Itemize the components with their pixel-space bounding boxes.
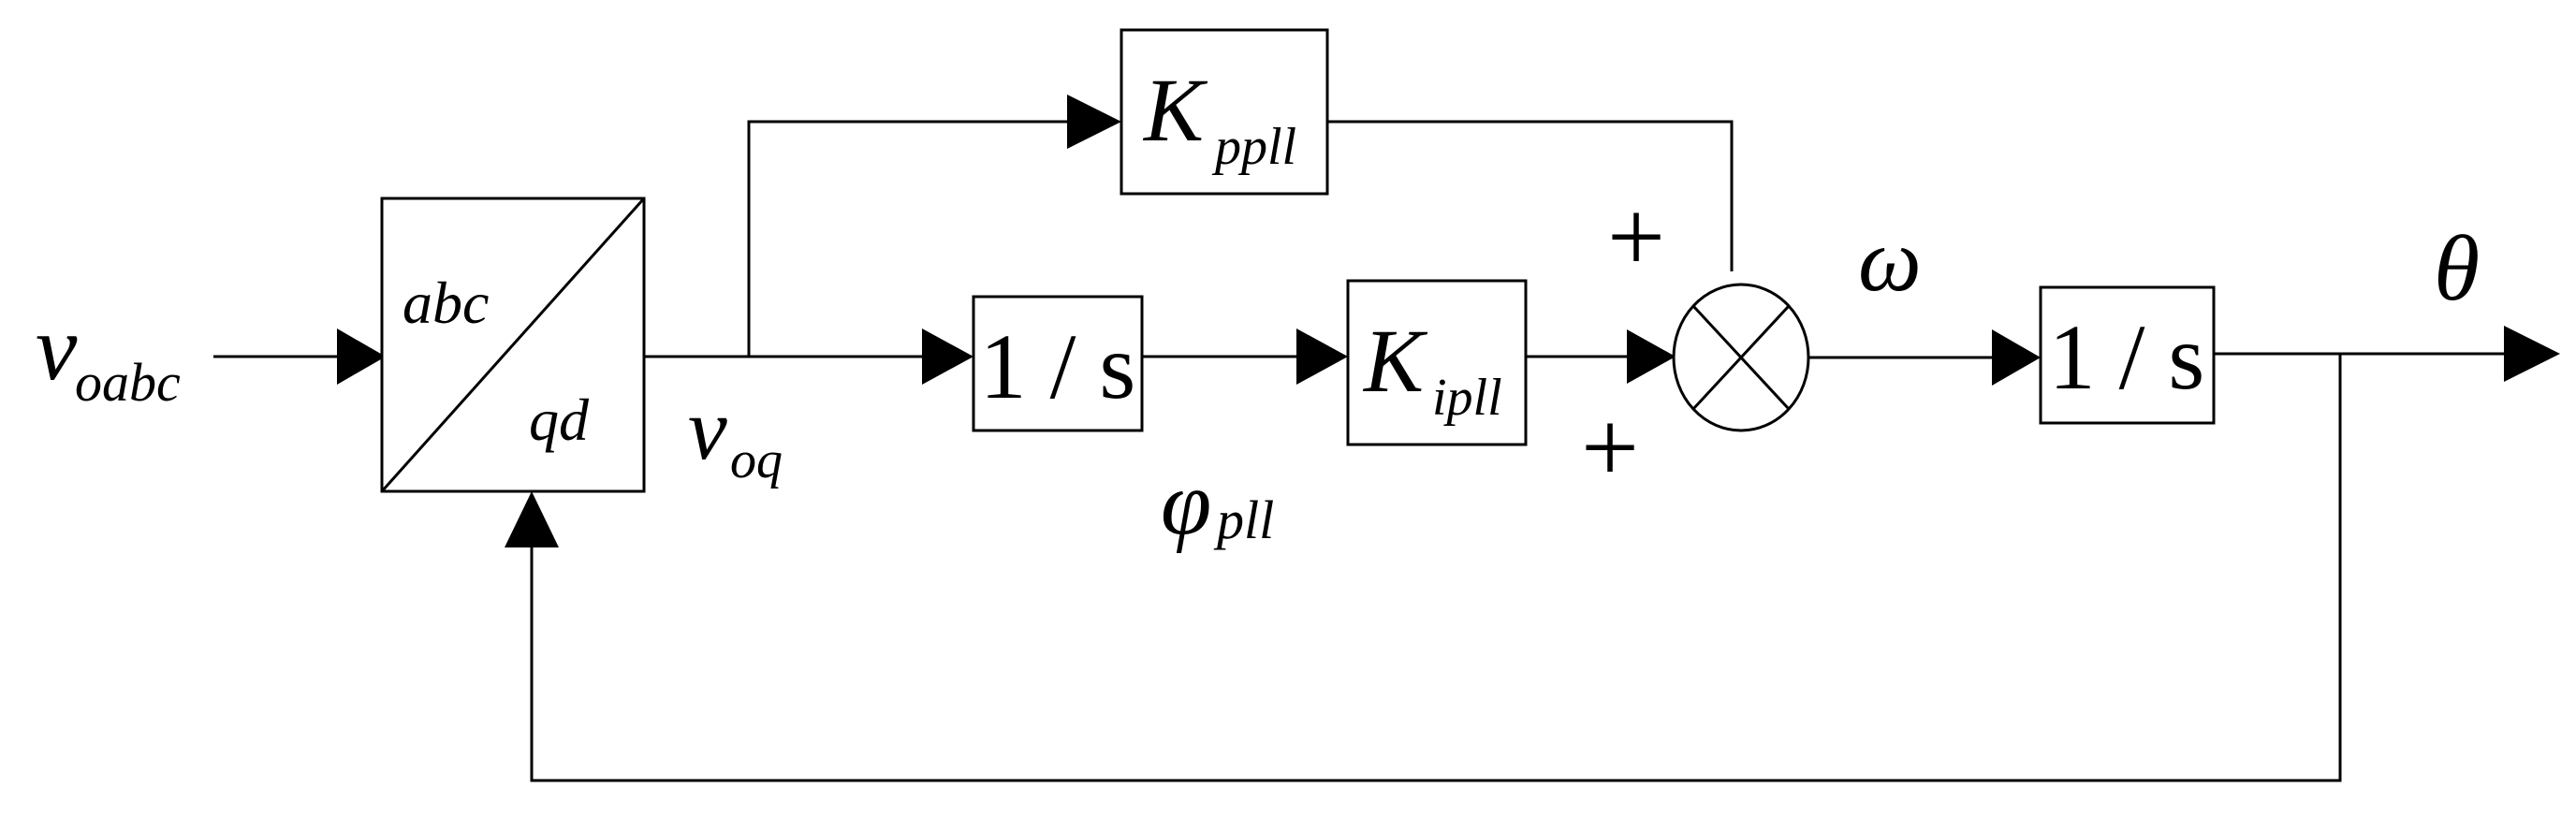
integrator-2-block: 1 / s [2039, 285, 2216, 425]
sum-input-arrow [1627, 329, 1676, 384]
vq-symbol: v [688, 381, 727, 478]
input-subscript: oabc [75, 352, 181, 413]
sum-plus-top: + [1607, 180, 1665, 294]
kp-subscript: ppll [1211, 118, 1296, 176]
phi-label: φ pll [1161, 453, 1274, 554]
output-arrow [2504, 326, 2560, 382]
vq-subscript: oq [730, 431, 783, 489]
kp-output-wire [1327, 120, 1734, 271]
integrator1-arrow [922, 328, 973, 385]
kp-block: K ppll [1120, 28, 1329, 196]
kp-branch-wire [747, 120, 1067, 357]
phi-symbol: φ [1161, 453, 1211, 554]
abc-qd-transform-block: abc qd [380, 197, 646, 493]
feedback-arrow [505, 491, 559, 547]
ki-arrow [1296, 328, 1348, 385]
phi-subscript: pll [1213, 489, 1274, 550]
kp-arrow [1067, 95, 1121, 149]
sum-plus-bottom: + [1581, 390, 1639, 504]
summing-junction [1672, 283, 1810, 432]
integrator-1-block: 1 / s [972, 295, 1144, 432]
ki-block: K ipll [1346, 279, 1528, 446]
ki-subscript: ipll [1432, 369, 1502, 427]
kp-symbol: K [1142, 60, 1208, 160]
integrator-1-label: 1 / s [980, 314, 1136, 418]
input-arrow [337, 328, 386, 385]
vq-label: v oq [688, 381, 783, 489]
feedback-wire [530, 354, 2342, 782]
transform-diagonal [380, 197, 646, 493]
integrator2-arrow [1992, 329, 2041, 386]
ki-symbol: K [1362, 311, 1428, 411]
omega-label: ω [1858, 210, 1922, 310]
input-label: v oabc [36, 296, 181, 413]
input-symbol: v [36, 296, 78, 400]
transform-bottom-label: qd [529, 387, 590, 453]
transform-top-label: abc [402, 270, 489, 336]
output-label: θ [2434, 216, 2480, 320]
integrator-2-label: 1 / s [2049, 305, 2205, 409]
